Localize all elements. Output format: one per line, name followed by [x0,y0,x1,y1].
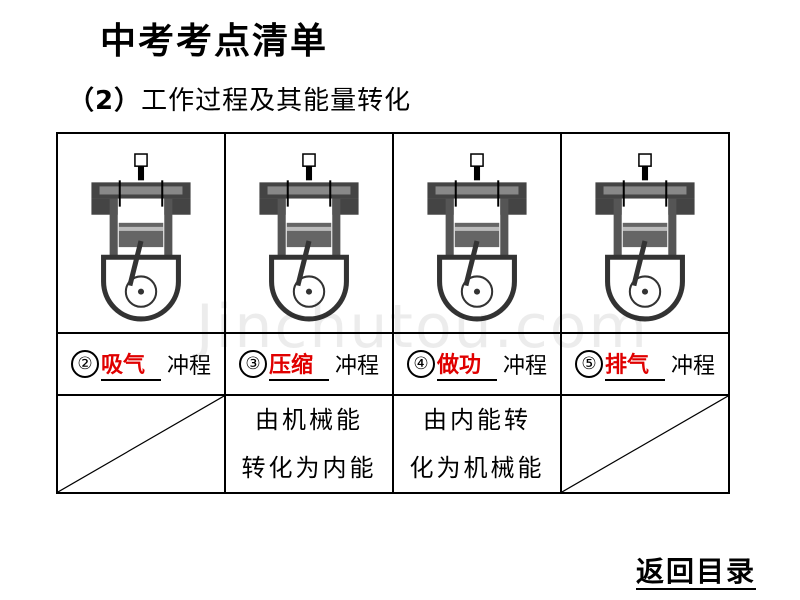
page-title: 中考考点清单 [100,21,329,62]
energy-line: 化为机械能 [409,454,545,482]
answer-power: 做功 [436,347,497,381]
section-text: 工作过程及其能量转化 [141,86,412,116]
answer-intake: 吸气 [100,347,161,381]
stroke-number-intake: ② [70,350,99,378]
engine-cell-compression [224,132,394,334]
answer-exhaust: 排气 [604,347,665,381]
energy-cell-power: 由内能转化为机械能 [392,394,562,494]
empty-cell-intake [56,394,226,494]
engine-cell-power [392,132,562,334]
energy-line: 由机械能 [255,406,363,434]
stroke-label: 冲程 [502,354,547,379]
stroke-number-power: ④ [406,350,435,378]
engine-cell-exhaust [560,132,730,334]
stroke-number-exhaust: ⑤ [574,350,603,378]
stroke-label: 冲程 [670,354,715,379]
energy-cell-compression: 由机械能转化为内能 [224,394,394,494]
watermark: Jinchutou.com [196,292,649,362]
energy-line: 转化为内能 [241,454,377,482]
engine-intake-diagram [85,152,197,324]
answer-compression: 压缩 [268,347,329,381]
section-subtitle: （2）工作过程及其能量转化 [68,80,411,117]
energy-line: 由内能转 [423,406,531,434]
stroke-number-compression: ③ [238,350,267,378]
empty-cell-exhaust [560,394,730,494]
engine-cell-intake [56,132,226,334]
stroke-label: 冲程 [334,354,379,379]
back-to-contents-link[interactable]: 返回目录 [636,555,757,590]
diagonal-slash [562,396,728,492]
stroke-label: 冲程 [166,354,211,379]
diagonal-slash [58,396,224,492]
section-number: （2） [68,86,142,116]
